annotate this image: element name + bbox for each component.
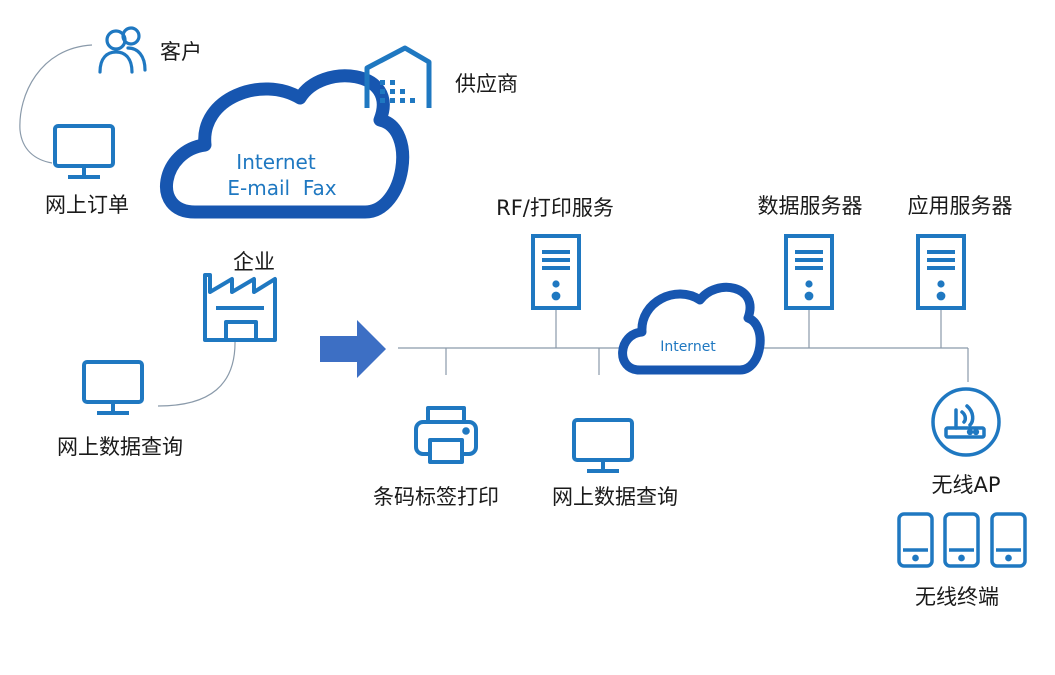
router-icon bbox=[931, 387, 1001, 457]
big-cloud-line1: Internet bbox=[236, 150, 316, 174]
tablet-icon bbox=[943, 512, 980, 568]
factory-icon bbox=[203, 273, 277, 342]
query-connector bbox=[157, 339, 236, 407]
printer-icon bbox=[414, 406, 478, 464]
small-cloud-label: Internet bbox=[660, 339, 716, 355]
tablet-icon bbox=[990, 512, 1027, 568]
monitor-icon bbox=[572, 418, 634, 473]
server-icon bbox=[784, 234, 834, 310]
bus-drop-lines bbox=[445, 308, 969, 382]
online-query-left-label: 网上数据查询 bbox=[57, 435, 183, 459]
rf-print-service-label: RF/打印服务 bbox=[496, 196, 614, 220]
building-icon bbox=[364, 45, 432, 108]
enterprise-label: 企业 bbox=[233, 250, 275, 274]
users-icon bbox=[98, 26, 147, 74]
wireless-terminals-label: 无线终端 bbox=[915, 585, 999, 609]
small-cloud-icon bbox=[618, 282, 765, 375]
customer-label: 客户 bbox=[160, 40, 202, 64]
server-icon bbox=[916, 234, 966, 310]
online-order-label: 网上订单 bbox=[45, 193, 129, 217]
supplier-label: 供应商 bbox=[455, 72, 518, 96]
monitor-icon bbox=[53, 124, 115, 179]
big-cloud-icon bbox=[160, 69, 410, 219]
customer-connector bbox=[19, 44, 93, 164]
tablet-icon bbox=[897, 512, 934, 568]
flow-arrow bbox=[320, 320, 386, 378]
big-cloud-line2: E-mail Fax bbox=[227, 176, 337, 200]
wireless-ap-label: 无线AP bbox=[931, 473, 1001, 497]
app-server-label: 应用服务器 bbox=[907, 194, 1013, 218]
online-query-right-label: 网上数据查询 bbox=[552, 485, 678, 509]
server-icon bbox=[531, 234, 581, 310]
barcode-print-label: 条码标签打印 bbox=[373, 485, 499, 509]
monitor-icon bbox=[82, 360, 144, 415]
data-server-label: 数据服务器 bbox=[757, 194, 863, 218]
